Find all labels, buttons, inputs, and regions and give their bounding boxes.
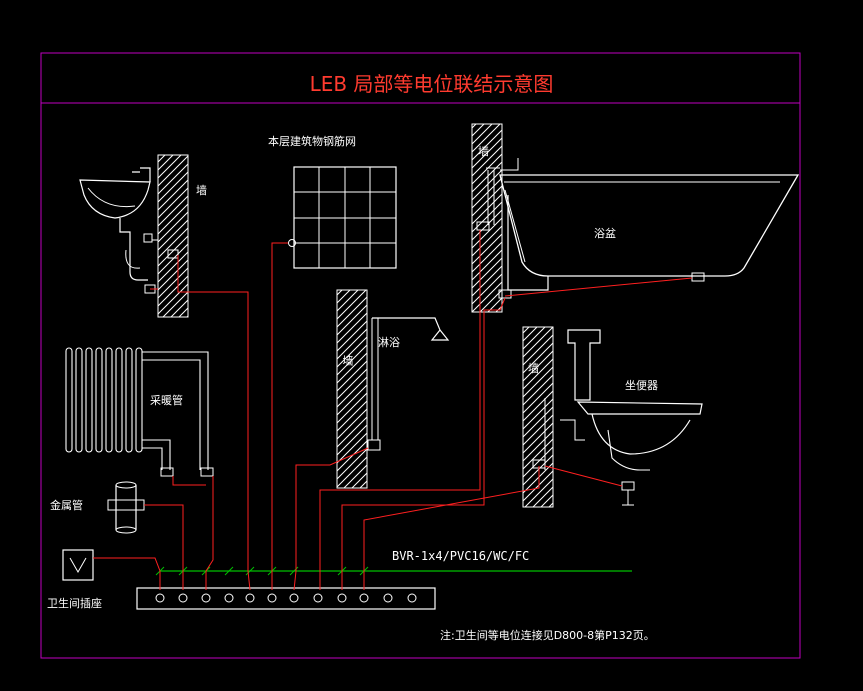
radiator-group (65, 347, 214, 477)
floor-mesh-label: 本层建筑物钢筋网 (268, 135, 356, 148)
wall-3-hatch (336, 289, 368, 489)
washbasin-group (79, 154, 189, 318)
shower-group (336, 289, 450, 489)
outer-frame (40, 52, 801, 659)
bus-bar (136, 587, 436, 610)
cable-spec-label: BVR-1x4/PVC16/WC/FC (392, 549, 530, 563)
bathtub-label: 浴盆 (594, 227, 616, 240)
diagram-title: LEB 局部等电位联结示意图 (309, 72, 554, 96)
toilet-icon (567, 329, 601, 401)
terminal-box-icon (62, 549, 94, 581)
toilet-group (522, 326, 703, 508)
shower-icon (372, 317, 450, 341)
wall-label-4: 墙 (528, 362, 539, 375)
red-conductors (93, 230, 693, 591)
terminal-box-group (62, 549, 94, 581)
metal-pipe-label: 金属管 (50, 499, 83, 512)
wall-1-hatch (157, 154, 189, 318)
bathtub-group (471, 123, 800, 313)
terminal-box-label: 卫生间插座 (47, 597, 102, 610)
radiator-icon (65, 347, 143, 453)
metal-pipe-icon (115, 485, 137, 530)
bathtub-icon (499, 174, 800, 277)
bus-bar-body (136, 587, 436, 610)
wall-label-1: 墙 (196, 184, 207, 197)
wall-4-hatch (522, 326, 554, 508)
toilet-label: 坐便器 (625, 379, 658, 392)
wall-label-3: 墙 (341, 355, 354, 366)
note-text: 注:卫生间等电位连接见D800-8第P132页。 (440, 629, 655, 642)
wall-label-2: 墙 (478, 145, 489, 158)
metal-pipe-group (107, 481, 145, 534)
wall-2-hatch (471, 123, 503, 313)
washbasin-icon (79, 179, 151, 219)
radiator-label: 采暖管 (150, 394, 183, 407)
shower-label: 淋浴 (378, 336, 400, 349)
floor-mesh-group (288, 166, 397, 269)
